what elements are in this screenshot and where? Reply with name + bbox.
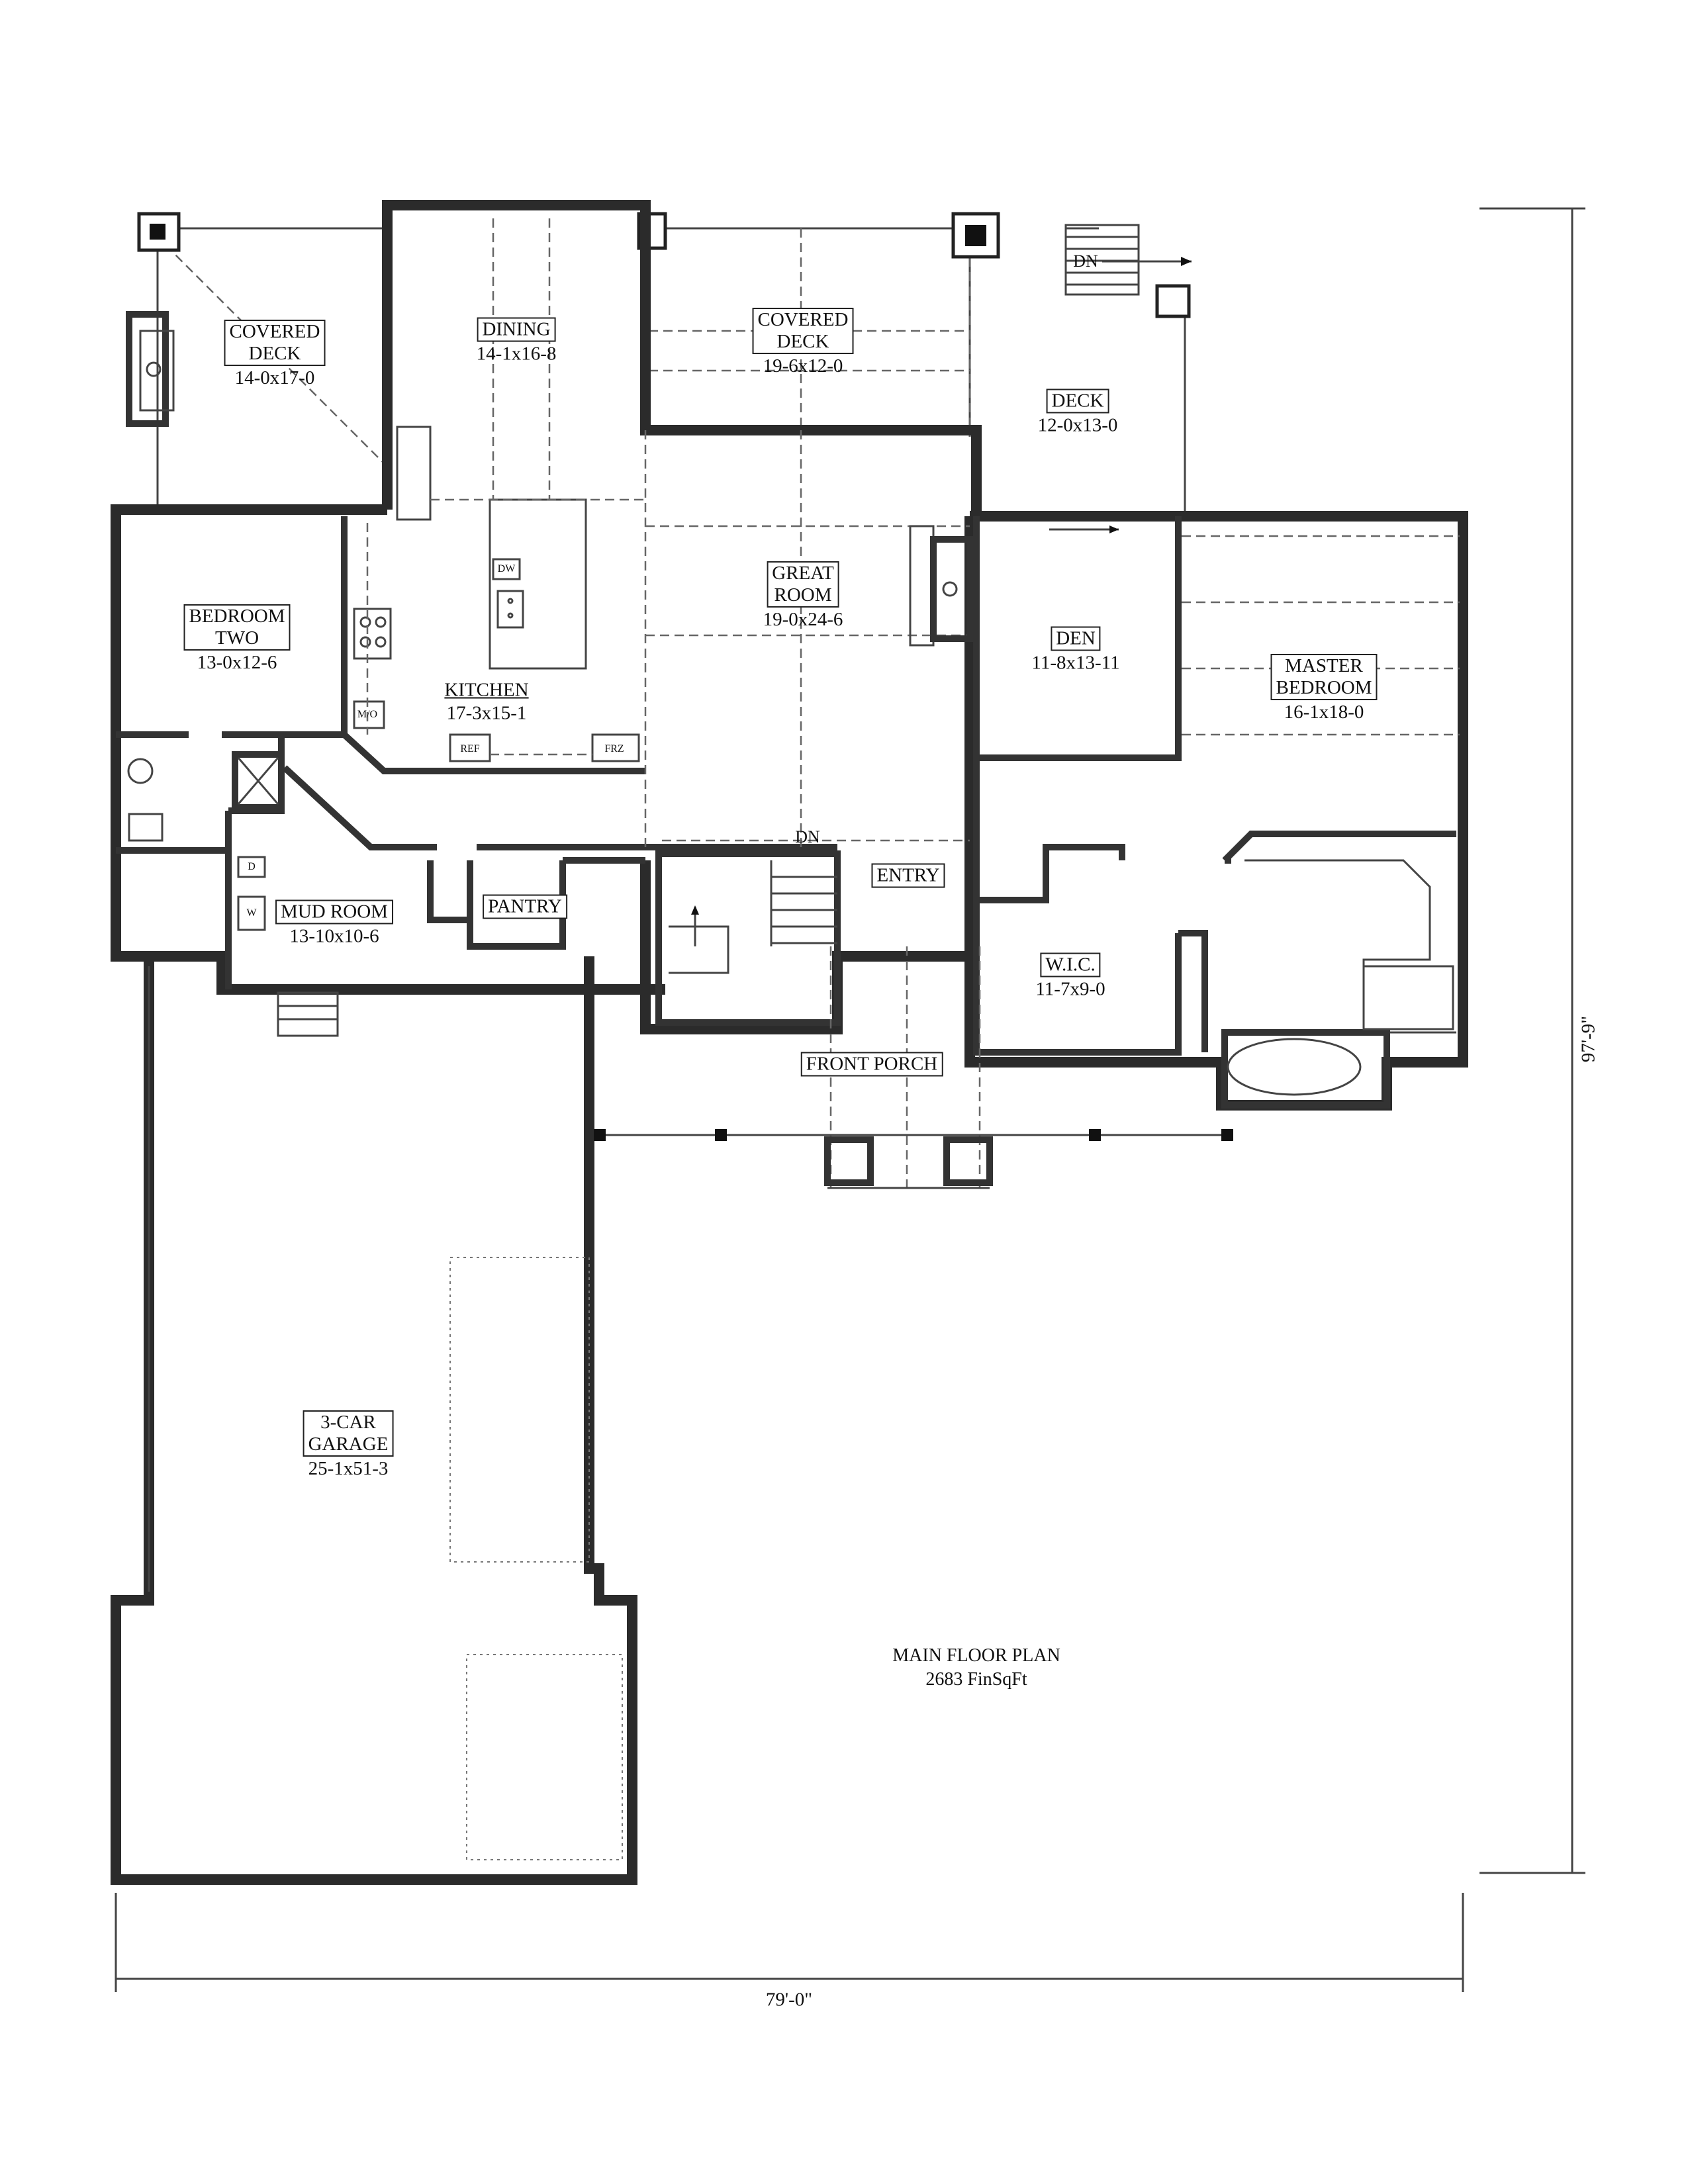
plan-title-block: MAIN FLOOR PLAN 2683 FinSqFt [892,1644,1060,1692]
room-size: 16-1x18-0 [1284,702,1364,723]
room-master-bedroom: MASTER BEDROOM 16-1x18-0 [1270,654,1378,723]
room-size: 14-1x16-8 [476,343,557,365]
dishwasher-label: DW [497,563,516,574]
room-size: 14-0x17-0 [234,367,315,388]
plan-area: 2683 FinSqFt [925,1669,1027,1690]
room-great-room: GREAT ROOM 19-0x24-6 [763,561,843,630]
garage-features [148,966,623,1860]
room-entry: ENTRY [871,863,945,888]
room-name: 3-CAR GARAGE [303,1410,394,1457]
plan-title: MAIN FLOOR PLAN [892,1645,1060,1666]
interior-walls [116,516,1456,1109]
overall-width-dimension: 79'-0" [765,1989,813,2011]
room-name: W.I.C. [1040,952,1101,978]
room-covered-deck-center: COVERED DECK 19-6x12-0 [752,308,854,377]
room-name: ENTRY [871,863,945,888]
room-den: DEN 11-8x13-11 [1031,626,1120,674]
deck-stair [1064,224,1192,296]
main-stair [655,839,970,1026]
room-dining: DINING 14-1x16-8 [476,317,557,365]
room-name: GREAT ROOM [767,561,839,608]
microwave-oven-label: M/O [357,709,378,720]
room-mud-room: MUD ROOM 13-10x10-6 [275,899,393,947]
room-wic: W.I.C. 11-7x9-0 [1035,952,1105,1000]
kitchen-fixtures [353,218,645,762]
room-name: MUD ROOM [275,899,393,925]
room-size: 13-0x12-6 [197,652,277,673]
refrigerator-label: REF [460,743,480,754]
main-stair-dn-label: DN [795,827,820,846]
room-name: MASTER BEDROOM [1270,654,1378,700]
room-deck: DECK 12-0x13-0 [1037,388,1118,436]
room-name: PANTRY [483,894,567,919]
room-size: 19-0x24-6 [763,609,843,630]
room-name: BEDROOM TWO [183,604,291,651]
freezer-label: FRZ [604,743,624,754]
room-covered-deck-left: COVERED DECK 14-0x17-0 [224,320,326,388]
room-size: 25-1x51-3 [308,1458,389,1479]
room-name: DEN [1051,626,1101,651]
room-name: COVERED DECK [752,308,854,354]
front-porch [594,946,1233,1191]
room-size: 12-0x13-0 [1037,414,1118,436]
room-size: 11-8x13-11 [1031,652,1120,674]
great-room-lines [644,430,973,847]
room-name: FRONT PORCH [800,1052,943,1077]
washer-label: W [246,907,257,919]
room-name: DINING [477,317,556,342]
rear-decks [126,212,1192,516]
room-name: DECK [1046,388,1109,414]
dryer-label: D [248,861,256,872]
room-name: COVERED DECK [224,320,326,366]
deck-stair-dn-label: DN [1073,251,1098,271]
room-bedroom-two: BEDROOM TWO 13-0x12-6 [183,604,291,673]
room-size: 11-7x9-0 [1035,978,1105,1000]
room-front-porch: FRONT PORCH [800,1052,943,1077]
room-size: 17-3x15-1 [446,702,527,724]
outdoor-fireplace [126,311,175,427]
room-kitchen: KITCHEN 17-3x15-1 [440,679,533,724]
room-size: 13-10x10-6 [289,925,379,947]
room-size: 19-6x12-0 [763,355,843,377]
bedroom-two-fixtures [127,751,285,931]
room-name: KITCHEN [440,679,533,702]
room-pantry: PANTRY [483,894,567,919]
overall-depth-dimension: 97'-9" [1577,1015,1599,1063]
dimension-lines [115,207,1585,1992]
room-garage: 3-CAR GARAGE 25-1x51-3 [303,1410,394,1479]
mudroom-step [277,991,339,1037]
